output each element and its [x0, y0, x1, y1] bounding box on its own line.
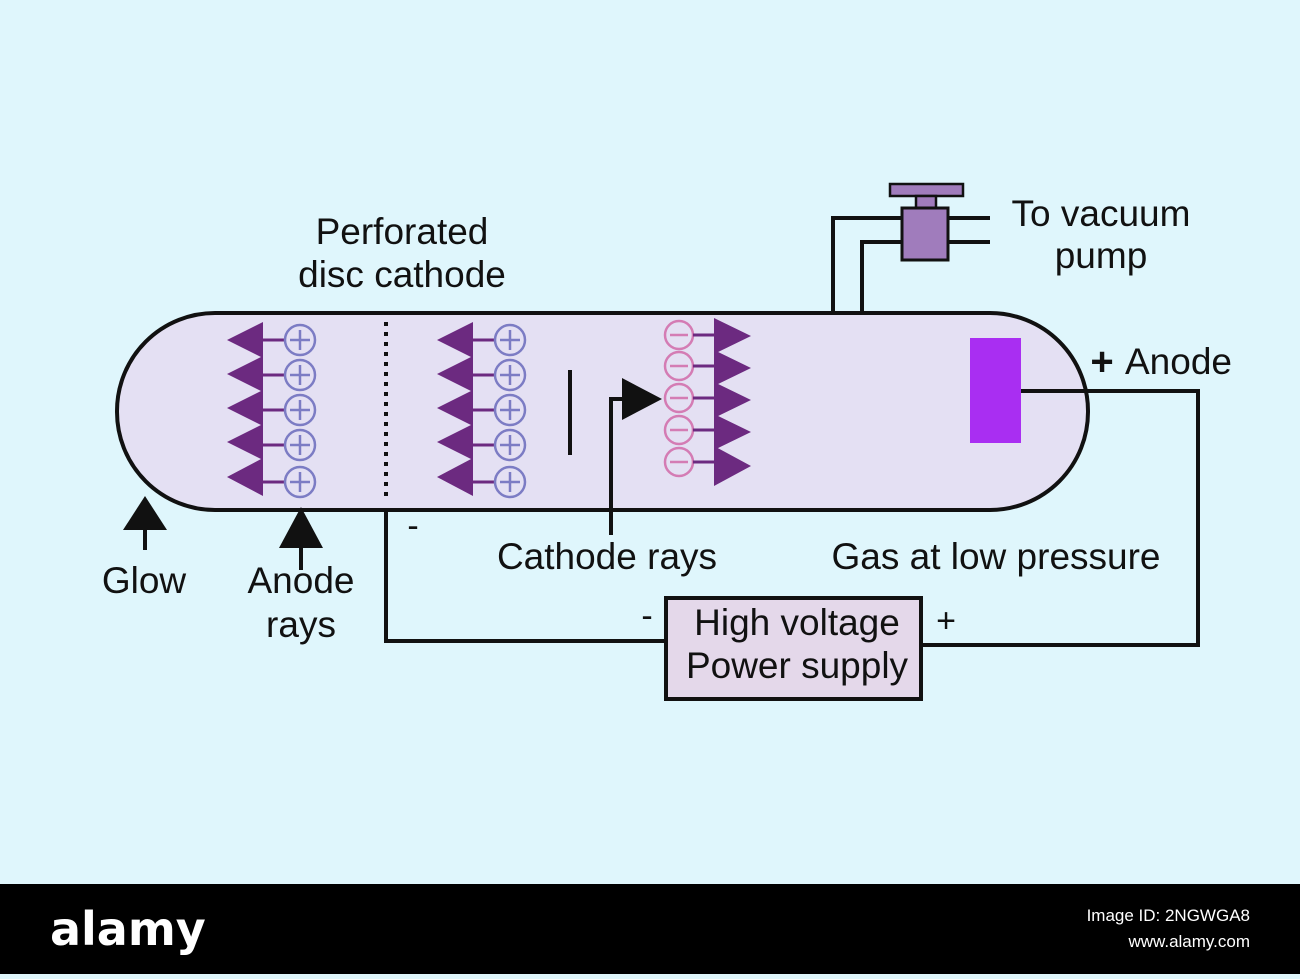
anode-rays-label-line1: Anode [248, 560, 355, 601]
anode-rays-group-left [227, 322, 317, 499]
vacuum-label-line1: To vacuum [1012, 193, 1191, 234]
footer-bar [0, 884, 1300, 974]
footer-image-id: Image ID: 2NGWGA8 [1087, 906, 1250, 925]
anode-rays-arrow [279, 507, 323, 570]
anode-plus-sign: + [1090, 340, 1113, 384]
supply-label-line1: High voltage [694, 602, 900, 643]
anode-rays-label-line2: rays [266, 604, 336, 645]
perforated-cathode-label-line2: disc cathode [298, 254, 506, 295]
glow-label: Glow [102, 560, 187, 601]
supply-plus-sign: + [936, 602, 956, 640]
perforated-cathode-label-line1: Perforated [316, 211, 489, 252]
cathode-rays-pointer [609, 378, 662, 535]
glow-arrow [123, 496, 167, 550]
vacuum-pipe [831, 216, 990, 313]
circuit-wires [384, 389, 1200, 647]
anode-label: Anode [1125, 341, 1232, 382]
anode-rays-group-right [437, 322, 527, 499]
anode-plate [970, 338, 1021, 443]
discharge-tube [115, 311, 1090, 512]
cathode-rays-label: Cathode rays [497, 536, 717, 577]
gas-label: Gas at low pressure [831, 536, 1160, 577]
vacuum-valve [888, 182, 965, 262]
footer-site: www.alamy.com [1127, 932, 1250, 951]
supply-minus-sign: - [641, 597, 652, 635]
cathode-rays-group [663, 318, 751, 486]
cathode-minus-sign: - [407, 507, 418, 545]
vacuum-label-line2: pump [1055, 235, 1148, 276]
power-supply-box [664, 596, 923, 701]
supply-label-line2: Power supply [686, 645, 909, 686]
footer-brand-logo: alamy [50, 902, 206, 956]
